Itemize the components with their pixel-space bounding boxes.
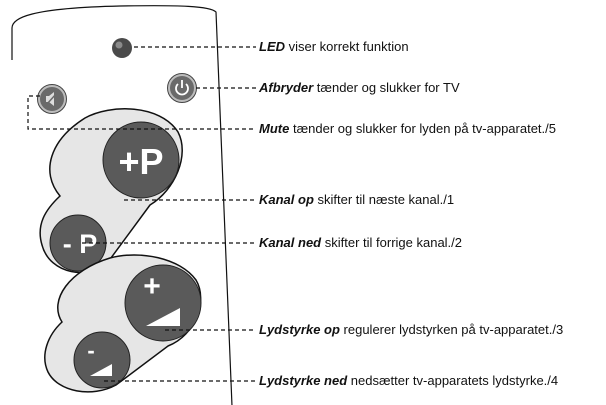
- mute-icon: [46, 92, 57, 106]
- callout-term: Lydstyrke ned: [259, 373, 348, 388]
- callout-text: regulerer lydstyrken på tv-apparatet./3: [339, 322, 564, 337]
- volume-down-button[interactable]: -: [73, 331, 131, 389]
- leader-lines: [27, 46, 256, 382]
- callout-term: Afbryder: [259, 80, 314, 95]
- callout-led: LED viser korrekt funktion: [259, 39, 409, 55]
- mute-button[interactable]: [37, 84, 67, 114]
- callout-volume-down: Lydstyrke ned nedsætter tv-apparatets ly…: [259, 373, 558, 389]
- callout-text: tænder og slukker for TV: [313, 80, 460, 95]
- callout-term: LED: [259, 39, 285, 54]
- callout-text: tænder og slukker for lyden på tv-appara…: [289, 121, 556, 136]
- power-button[interactable]: [167, 73, 197, 103]
- remote-body-outline: [11, 5, 233, 405]
- power-icon: [175, 80, 189, 96]
- callout-channel-up: Kanal op skifter til næste kanal./1: [259, 192, 454, 208]
- callout-term: Kanal ned: [259, 235, 322, 250]
- callout-text: nedsætter tv-apparatets lydstyrke./4: [347, 373, 559, 388]
- callout-power: Afbryder tænder og slukker for TV: [259, 80, 460, 96]
- callout-text: viser korrekt funktion: [285, 39, 409, 54]
- callout-channel-down: Kanal ned skifter til forrige kanal./2: [259, 235, 462, 251]
- callout-term: Kanal op: [259, 192, 314, 207]
- volume-up-button[interactable]: +: [124, 264, 202, 342]
- callout-volume-up: Lydstyrke op regulerer lydstyrken på tv-…: [259, 322, 563, 338]
- channel-up-button[interactable]: +P: [102, 121, 180, 199]
- volume-up-sign: +: [143, 270, 161, 303]
- callout-text: skifter til næste kanal./1: [313, 192, 455, 207]
- channel-down-label: - P: [63, 229, 98, 259]
- callout-term: Lydstyrke op: [259, 322, 340, 337]
- led-indicator: [112, 38, 132, 58]
- callout-text: skifter til forrige kanal./2: [321, 235, 463, 250]
- callout-term: Mute: [259, 121, 290, 136]
- volume-down-ramp-icon: [90, 364, 112, 376]
- callout-mute: Mute tænder og slukker for lyden på tv-a…: [259, 121, 556, 137]
- volume-up-ramp-icon: [146, 308, 180, 326]
- leader-mute: [27, 95, 256, 130]
- channel-up-label: +P: [118, 141, 163, 182]
- volume-down-sign: -: [87, 338, 94, 363]
